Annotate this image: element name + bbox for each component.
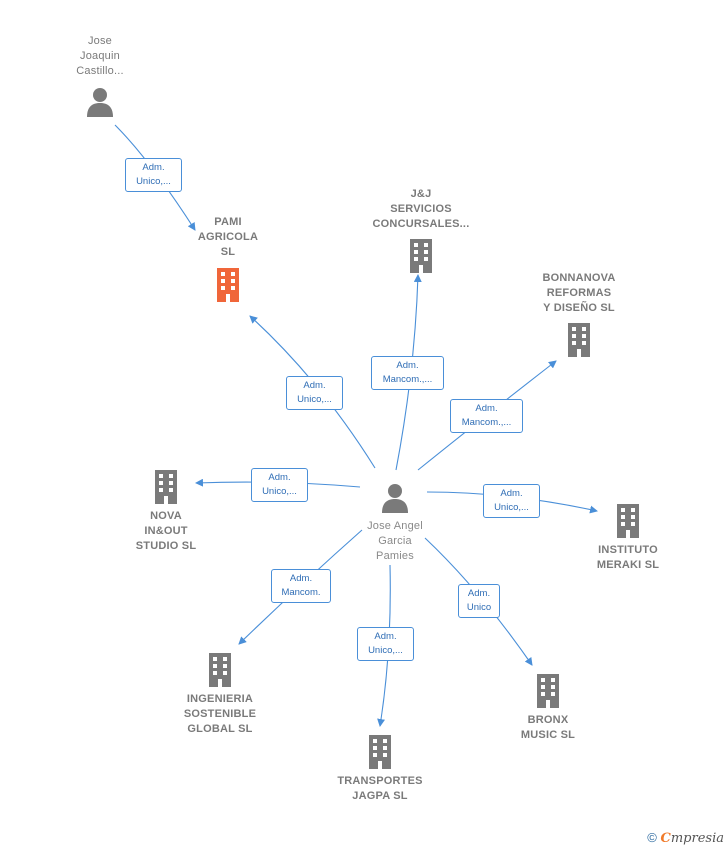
relation-label[interactable]: Adm. Unico,... <box>357 627 414 661</box>
node-label: Jose Angel Garcia Pamies <box>367 520 423 562</box>
copyright-icon: © <box>647 830 657 845</box>
building-icon <box>537 674 559 708</box>
copyright-footer: © Cmpresia <box>647 830 724 846</box>
relation-label[interactable]: Adm. Unico,... <box>251 468 308 502</box>
node-label: INGENIERIA SOSTENIBLE GLOBAL SL <box>183 693 257 735</box>
node-pami-agricola[interactable]: PAMI AGRICOLA SL <box>178 215 278 307</box>
node-label: Jose Joaquin Castillo... <box>76 35 124 77</box>
node-label: BONNANOVA REFORMAS Y DISEÑO SL <box>542 272 616 314</box>
node-label: TRANSPORTES JAGPA SL <box>337 775 423 802</box>
relation-label[interactable]: Adm. Mancom.,... <box>371 356 444 390</box>
node-nova-inout[interactable]: NOVA IN&OUT STUDIO SL <box>116 468 216 554</box>
relation-label[interactable]: Adm. Mancom.,... <box>450 399 523 433</box>
person-icon <box>382 484 408 513</box>
node-instituto-meraki[interactable]: INSTITUTO MERAKI SL <box>578 502 678 573</box>
node-ingenieria-sostenible[interactable]: INGENIERIA SOSTENIBLE GLOBAL SL <box>170 651 270 737</box>
node-label: INSTITUTO MERAKI SL <box>596 544 660 571</box>
node-jose-joaquin[interactable]: Jose Joaquin Castillo... <box>58 34 142 123</box>
node-label: J&J SERVICIOS CONCURSALES... <box>372 188 470 230</box>
node-jose-angel[interactable]: Jose Angel Garcia Pamies <box>350 482 440 564</box>
node-transportes-jagpa[interactable]: TRANSPORTES JAGPA SL <box>326 733 434 804</box>
relation-label[interactable]: Adm. Unico,... <box>286 376 343 410</box>
node-jj-servicios[interactable]: J&J SERVICIOS CONCURSALES... <box>358 187 484 278</box>
node-label: NOVA IN&OUT STUDIO SL <box>135 510 197 552</box>
relation-label[interactable]: Adm. Unico <box>458 584 500 618</box>
relation-label[interactable]: Adm. Unico,... <box>483 484 540 518</box>
relation-label[interactable]: Adm. Unico,... <box>125 158 182 192</box>
building-icon <box>155 470 177 504</box>
brand-logo: Cmpresia <box>660 831 725 846</box>
building-icon <box>568 323 590 357</box>
node-bonnanova[interactable]: BONNANOVA REFORMAS Y DISEÑO SL <box>524 271 634 362</box>
building-icon <box>410 239 432 273</box>
node-label: PAMI AGRICOLA SL <box>197 216 259 258</box>
building-icon <box>617 504 639 538</box>
building-icon <box>209 653 231 687</box>
node-bronx-music[interactable]: BRONX MUSIC SL <box>498 672 598 743</box>
person-icon <box>87 88 113 117</box>
building-icon <box>369 735 391 769</box>
node-label: BRONX MUSIC SL <box>520 714 576 741</box>
building-icon <box>217 268 239 302</box>
relation-label[interactable]: Adm. Mancom. <box>271 569 331 603</box>
